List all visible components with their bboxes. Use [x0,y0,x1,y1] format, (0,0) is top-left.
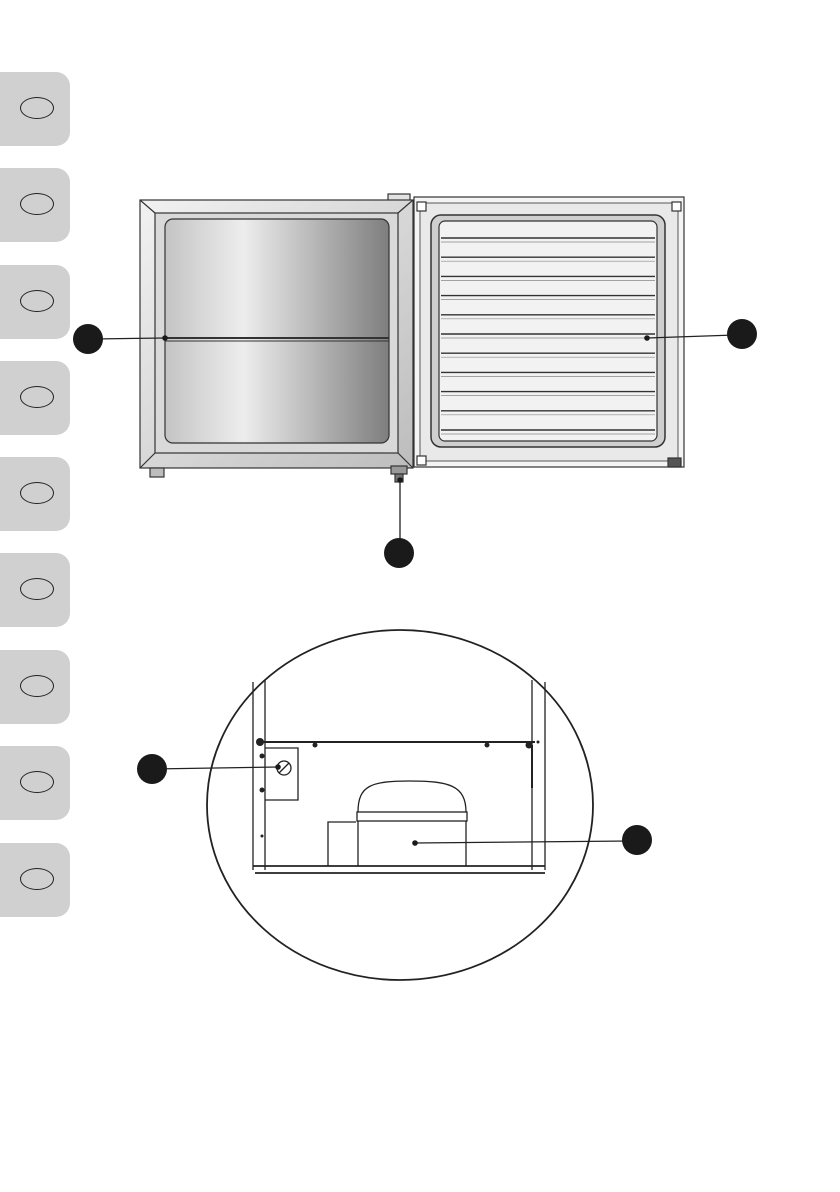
screw [256,738,264,746]
screw [526,742,533,749]
leveling-foot [391,466,407,474]
leader-dot [397,477,403,483]
screw [261,835,264,838]
screw [313,743,318,748]
open-door [414,197,684,467]
callout-marker [384,538,414,568]
left-foot [150,468,164,477]
screw [537,741,540,744]
leader-dot [275,764,281,770]
callout-marker [73,324,103,354]
closed-cabinet [140,194,413,482]
detail-magnifier [207,630,593,980]
leader-dot [644,335,650,341]
door-hinge-bottom [668,458,681,467]
glass-panel [165,219,389,443]
door-corner [417,202,426,211]
leader-dot [162,335,168,341]
callout-marker [137,754,167,784]
screw [260,788,265,793]
callout-marker [727,319,757,349]
callout-marker [622,825,652,855]
door-inner-panel [439,221,657,441]
door-corner [417,456,426,465]
door-corner [672,202,681,211]
screw [260,754,265,759]
leader-dot [412,840,418,846]
screw [485,743,490,748]
